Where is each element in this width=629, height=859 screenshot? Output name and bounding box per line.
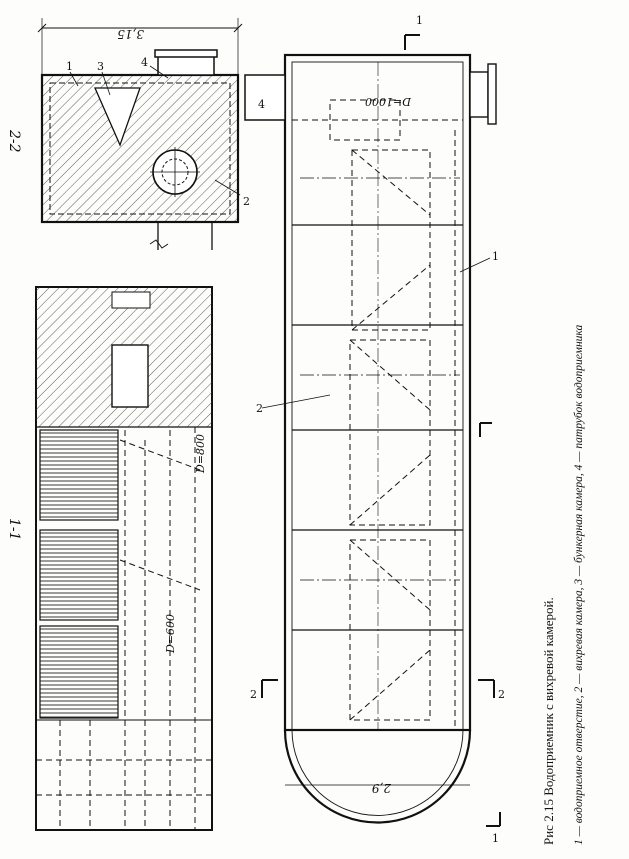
cut-mark-1-bottom: 1 bbox=[492, 832, 499, 845]
view-title-1-1: 1-1 bbox=[6, 518, 22, 541]
bunker-chamber-wedge bbox=[94, 87, 141, 147]
plan-outline bbox=[283, 53, 472, 732]
plan-view: 4 D=1000 2,9 2 bbox=[244, 14, 505, 845]
outlet-flange bbox=[469, 71, 489, 118]
section-2-2-inner bbox=[49, 82, 231, 215]
cut-mark-1-top: 1 bbox=[416, 14, 423, 27]
label-2-plan: 2 bbox=[256, 402, 263, 415]
section-2-2-view: 3,15 1 3 4 2 2-2 bbox=[6, 18, 250, 250]
intake-pipe-stub bbox=[157, 55, 215, 76]
label-1-plan: 1 bbox=[492, 250, 499, 263]
label-4-plan: 4 bbox=[258, 98, 265, 111]
dimension-2-9: 2,9 bbox=[372, 781, 392, 795]
intake-pipe-left bbox=[244, 74, 286, 121]
dimension-3-15: 3,15 bbox=[117, 27, 144, 41]
figure-caption: Рис 2.15 Водоприемник с вихревой камерой… bbox=[541, 325, 585, 845]
section-2-2-outline bbox=[40, 73, 240, 224]
intake-opening-grate bbox=[39, 529, 119, 621]
label-3-sec22: 3 bbox=[97, 60, 104, 73]
cut-mark-2-left: 2 bbox=[250, 688, 257, 701]
intake-opening-grate bbox=[39, 625, 119, 719]
view-title-2-2: 2-2 bbox=[6, 129, 22, 153]
dimension-d-600: D=600 bbox=[164, 614, 177, 654]
label-4-sec22: 4 bbox=[141, 56, 148, 69]
plan-rounded-end bbox=[283, 729, 472, 824]
label-1-sec22: 1 bbox=[66, 60, 73, 73]
cut-mark-2-right: 2 bbox=[498, 688, 505, 701]
section-1-1-view: D=800 D=600 1-1 bbox=[6, 286, 213, 831]
intake-opening-grate bbox=[39, 429, 119, 521]
caption-title: Рис 2.15 Водоприемник с вихревой камерой… bbox=[541, 597, 556, 845]
dimension-d-1000: D=1000 bbox=[365, 95, 412, 108]
label-2-sec22: 2 bbox=[243, 195, 250, 208]
caption-legend: 1 — водоприемное отверстие, 2 — вихревая… bbox=[573, 325, 585, 845]
dimension-d-800: D=800 bbox=[194, 434, 207, 474]
